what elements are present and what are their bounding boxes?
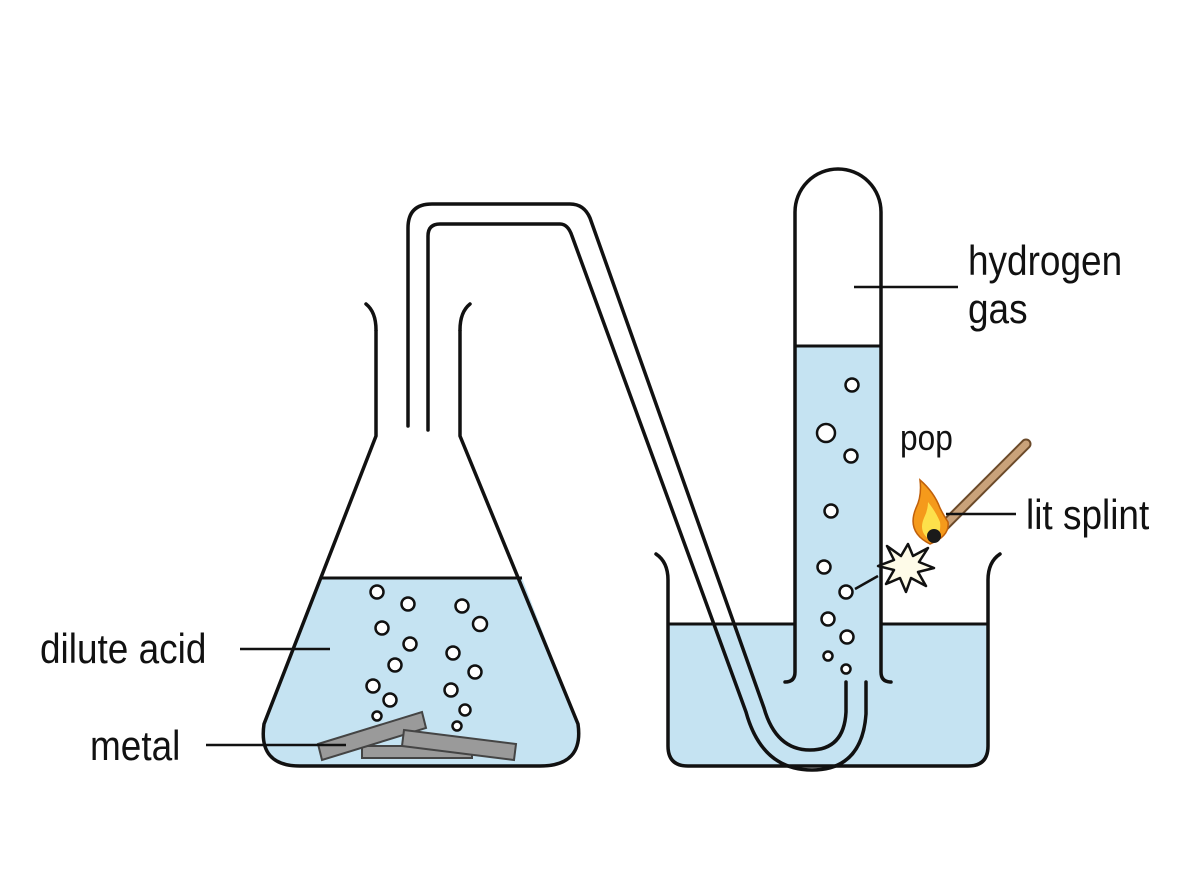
inverted-test-tube [783, 167, 893, 684]
flask-lip-right [458, 302, 472, 332]
metal-strip [400, 728, 518, 762]
bubble [402, 636, 418, 652]
bubble [839, 629, 855, 645]
bubble [382, 692, 398, 708]
tube-bubbles [815, 377, 860, 675]
bubble [467, 664, 483, 680]
delivery-tube-outer [406, 202, 848, 752]
metal-pieces [316, 710, 518, 762]
bubble [445, 645, 461, 661]
bubble [374, 620, 390, 636]
delivery-tube-inner [426, 222, 868, 772]
trough-outline [654, 552, 1002, 768]
bubble [840, 663, 852, 675]
hydrogen-gas-label-line1: hydrogen [968, 237, 1123, 284]
bubble [371, 710, 383, 722]
splint-stick [934, 440, 1030, 536]
bubble [400, 596, 416, 612]
splint-ember [927, 529, 941, 543]
bubble [822, 650, 834, 662]
lit-splint-label: lit splint [1026, 491, 1150, 538]
bubble [843, 448, 859, 464]
bubble [838, 584, 854, 600]
bubble [823, 503, 839, 519]
flask-outline [261, 330, 581, 768]
pop-burst-icon [876, 542, 936, 594]
bubble [815, 422, 837, 444]
hydrogen-gas-label-line2: gas [968, 285, 1028, 332]
bubble [844, 377, 860, 393]
bubble [365, 678, 381, 694]
flask-lip-left [364, 302, 378, 332]
dilute-acid-label: dilute acid [40, 625, 207, 672]
bubble [451, 720, 463, 732]
bubble [816, 559, 832, 575]
conical-flask [261, 302, 581, 768]
bubble [820, 611, 836, 627]
flask-bubbles [365, 584, 489, 732]
delivery-tube [406, 202, 868, 772]
bubble [471, 615, 489, 633]
test-tube-outline [783, 167, 893, 684]
acid-liquid [263, 578, 579, 766]
pop-burst-leader [854, 574, 879, 591]
bubble [369, 584, 385, 600]
metal-strip [316, 710, 428, 762]
bubble [443, 682, 459, 698]
pop-label: pop [900, 417, 953, 458]
metal-label: metal [90, 722, 181, 769]
bubble [387, 657, 403, 673]
bubble [454, 598, 470, 614]
bubble [458, 703, 472, 717]
lit-splint [912, 438, 1032, 545]
